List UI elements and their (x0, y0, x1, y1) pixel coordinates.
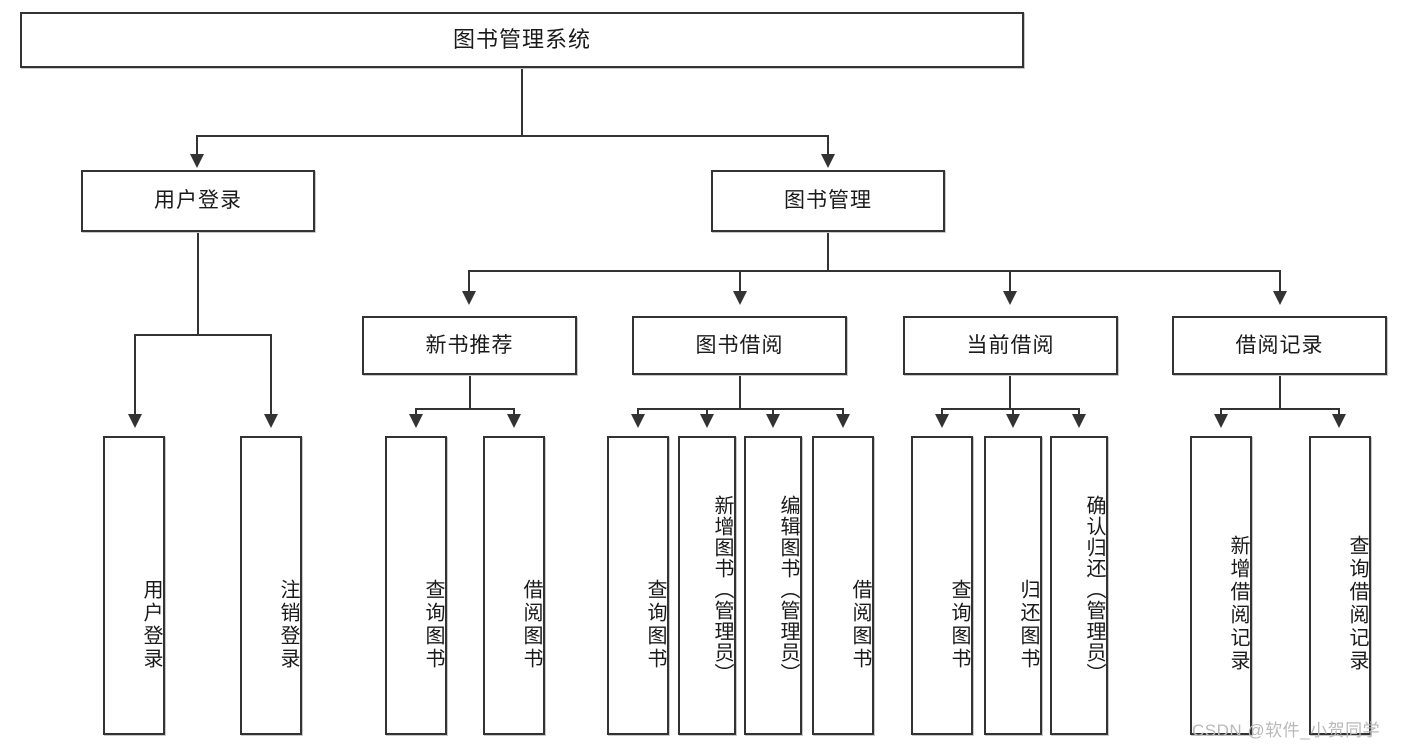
csdn-watermark: CSDN @软件_小贺同学 (1192, 721, 1381, 740)
edge-br-to-leaf1 (1220, 408, 1222, 416)
node-leaf-query-borrow-record[interactable]: 查询借阅记录 (1309, 436, 1371, 735)
edge-bm-to-borrow-record (1279, 270, 1281, 293)
edge-cb-to-leaf1 (941, 408, 943, 416)
edge-bm-to-current-borrow (1009, 270, 1011, 293)
arrow-to-leaf-add-book-admin (700, 414, 714, 428)
node-leaf-rec-borrow-book[interactable]: 借阅图书 (483, 436, 545, 735)
edge-user-login-to-leaf1 (134, 334, 136, 416)
node-user-login[interactable]: 用户登录 (81, 170, 315, 232)
arrow-to-leaf-rec-query-book (409, 414, 423, 428)
node-leaf-logout[interactable]: 注销登录 (240, 436, 302, 735)
edge-bb-to-leaf3 (772, 408, 774, 416)
edge-root-bus (196, 135, 829, 137)
arrow-to-leaf-logout (264, 414, 278, 428)
edge-bb-to-leaf4 (842, 408, 844, 416)
edge-book-manage-stem (827, 232, 829, 272)
edge-root-to-book-manage (827, 135, 829, 156)
arrow-to-user-login (190, 154, 204, 168)
node-current-borrow[interactable]: 当前借阅 (903, 316, 1118, 375)
edge-current-borrow-stem (1009, 375, 1011, 410)
node-leaf-edit-book-admin[interactable]: 编辑图书（管理员） (744, 436, 802, 735)
node-borrow-record[interactable]: 借阅记录 (1172, 316, 1387, 375)
node-leaf-add-borrow-record[interactable]: 新增借阅记录 (1190, 436, 1252, 735)
arrow-to-book-borrow (733, 291, 747, 305)
node-new-book-rec[interactable]: 新书推荐 (362, 316, 577, 375)
node-leaf-confirm-return-admin[interactable]: 确认归还（管理员） (1050, 436, 1108, 735)
edge-user-login-bus (134, 334, 272, 336)
edge-bb-to-leaf1 (637, 408, 639, 416)
arrow-to-book-manage (821, 154, 835, 168)
edge-borrow-record-bus (1220, 408, 1340, 410)
edge-cb-to-leaf3 (1078, 408, 1080, 416)
arrow-to-leaf-borrow-book (836, 414, 850, 428)
edge-bm-to-new-book-rec (468, 270, 470, 293)
edge-book-manage-bus (468, 270, 1280, 272)
edge-borrow-record-stem (1279, 375, 1281, 410)
edge-nbr-to-leaf2 (513, 408, 515, 416)
edge-cb-to-leaf2 (1012, 408, 1014, 416)
node-leaf-user-login[interactable]: 用户登录 (103, 436, 165, 735)
arrow-to-borrow-record (1273, 291, 1287, 305)
edge-br-to-leaf2 (1338, 408, 1340, 416)
edge-bm-to-book-borrow (739, 270, 741, 293)
edge-root-to-user-login (196, 135, 198, 156)
arrow-to-leaf-edit-book-admin (766, 414, 780, 428)
edge-root-stem (521, 68, 523, 136)
arrow-to-leaf-return-book (1006, 414, 1020, 428)
arrow-to-leaf-confirm-return-admin (1072, 414, 1086, 428)
node-leaf-rec-query-book[interactable]: 查询图书 (385, 436, 447, 735)
edge-current-borrow-bus (941, 408, 1079, 410)
edge-bb-to-leaf2 (706, 408, 708, 416)
edge-book-borrow-bus (637, 408, 844, 410)
arrow-to-leaf-query-borrow-record (1332, 414, 1346, 428)
arrow-to-leaf-user-login (128, 414, 142, 428)
edge-book-borrow-stem (739, 375, 741, 410)
arrow-to-leaf-cur-query-book (935, 414, 949, 428)
node-book-borrow[interactable]: 图书借阅 (632, 316, 847, 375)
arrow-to-leaf-borrow-query-book (631, 414, 645, 428)
arrow-to-leaf-add-borrow-record (1214, 414, 1228, 428)
edge-nbr-to-leaf1 (415, 408, 417, 416)
node-leaf-return-book[interactable]: 归还图书 (984, 436, 1042, 735)
arrow-to-new-book-rec (462, 291, 476, 305)
edge-new-book-rec-stem (469, 375, 471, 410)
edge-new-book-rec-bus (415, 408, 515, 410)
edge-user-login-stem (197, 232, 199, 336)
node-book-manage[interactable]: 图书管理 (711, 170, 945, 232)
node-leaf-borrow-book[interactable]: 借阅图书 (812, 436, 874, 735)
node-leaf-add-book-admin[interactable]: 新增图书（管理员） (678, 436, 736, 735)
edge-user-login-to-leaf2 (270, 334, 272, 416)
node-leaf-cur-query-book[interactable]: 查询图书 (911, 436, 973, 735)
node-root-title[interactable]: 图书管理系统 (20, 12, 1024, 68)
arrow-to-leaf-rec-borrow-book (507, 414, 521, 428)
arrow-to-current-borrow (1003, 291, 1017, 305)
node-leaf-borrow-query-book[interactable]: 查询图书 (607, 436, 669, 735)
